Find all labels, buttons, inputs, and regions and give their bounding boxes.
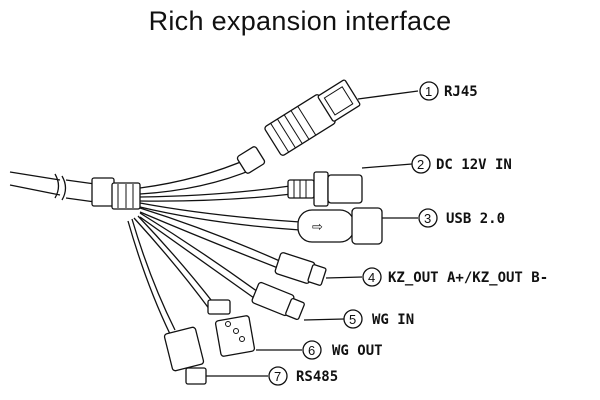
label-3: 3 USB 2.0 [418,208,505,228]
usb-icon: ⇨ [312,219,323,234]
wiegand-out-connector [133,215,302,357]
rs485-connector [127,218,268,385]
label-7: 7 RS485 [268,366,338,386]
diagram-title: Rich expansion interface [148,6,452,36]
dc-power-connector [139,163,413,207]
label-4-number: 4 [368,270,375,285]
label-5-text: WG IN [372,312,414,328]
alarm-out-connector [139,207,363,286]
label-6-text: WG OUT [332,343,383,359]
label-6: 6 WG OUT [302,340,383,360]
label-3-number: 3 [424,211,431,226]
label-4-text: KZ_OUT A+/KZ_OUT B- [388,270,548,286]
label-2: 2 DC 12V IN [411,154,512,174]
label-2-number: 2 [417,157,424,172]
label-5: 5 WG IN [343,309,414,329]
usb-connector: ⇨ [139,202,418,245]
label-7-number: 7 [274,369,281,384]
label-7-text: RS485 [296,369,338,385]
label-1-number: 1 [425,84,432,99]
label-6-number: 6 [308,343,315,358]
label-4: 4 KZ_OUT A+/KZ_OUT B- [362,267,548,287]
label-1: 1 RJ45 [419,81,478,101]
wiegand-in-connector [139,212,345,321]
rj45-connector [139,79,419,195]
main-cable [9,171,141,210]
label-5-number: 5 [349,312,356,327]
label-3-text: USB 2.0 [446,211,505,227]
label-1-text: RJ45 [444,84,478,100]
label-2-text: DC 12V IN [436,157,512,173]
